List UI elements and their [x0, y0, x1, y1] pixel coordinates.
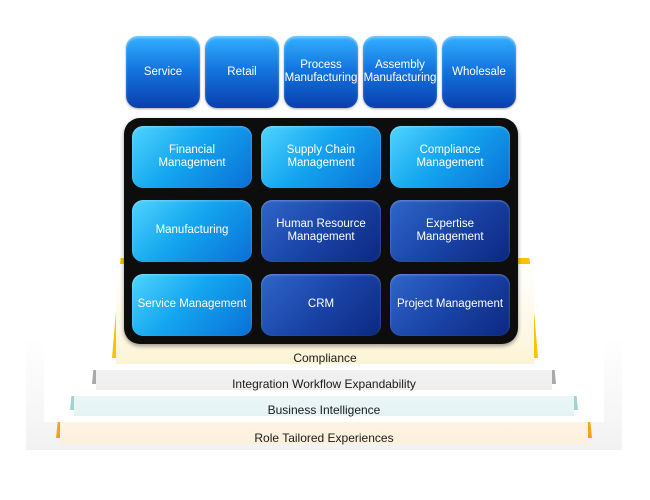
- module-project-management-label: Project Management: [396, 298, 504, 311]
- module-service-management: Service Management: [132, 274, 252, 336]
- layer-role-tailored-experiences-label: Role Tailored Experiences: [254, 431, 394, 445]
- module-supply-chain-management-label: Supply Chain Management: [286, 143, 356, 170]
- module-expertise-management-label: Expertise Management: [416, 217, 484, 244]
- module-manufacturing-label: Manufacturing: [155, 224, 229, 237]
- module-service-management-label: Service Management: [137, 298, 247, 311]
- module-compliance-management-label: Compliance Management: [416, 143, 484, 170]
- layer-integration-workflow-label: Integration Workflow Expandability: [232, 377, 416, 391]
- module-human-resource-management-label: Human Resource Management: [276, 217, 366, 244]
- industry-tile-retail-label: Retail: [227, 65, 257, 78]
- layer-business-intelligence-label: Business Intelligence: [267, 403, 381, 417]
- industry-tile-retail: Retail: [205, 36, 279, 108]
- industry-tile-process-manufacturing-label: Process Manufacturing: [284, 59, 358, 84]
- industry-tile-assembly-manufacturing: Assembly Manufacturing: [363, 36, 437, 108]
- industry-tile-service: Service: [126, 36, 200, 108]
- layer-compliance-label: Compliance: [293, 351, 357, 365]
- module-board: Financial Management Supply Chain Manage…: [124, 118, 518, 344]
- module-expertise-management: Expertise Management: [390, 200, 510, 262]
- module-manufacturing: Manufacturing: [132, 200, 252, 262]
- module-project-management: Project Management: [390, 274, 510, 336]
- industry-tile-wholesale-label: Wholesale: [452, 65, 506, 78]
- module-supply-chain-management: Supply Chain Management: [261, 126, 381, 188]
- module-crm-label: CRM: [307, 298, 335, 311]
- module-financial-management-label: Financial Management: [158, 143, 226, 170]
- module-human-resource-management: Human Resource Management: [261, 200, 381, 262]
- industry-tile-service-label: Service: [143, 65, 183, 78]
- module-financial-management: Financial Management: [132, 126, 252, 188]
- industry-tile-process-manufacturing: Process Manufacturing: [284, 36, 358, 108]
- industry-tile-assembly-manufacturing-label: Assembly Manufacturing: [363, 59, 437, 84]
- module-compliance-management: Compliance Management: [390, 126, 510, 188]
- industry-tile-wholesale: Wholesale: [442, 36, 516, 108]
- module-crm: CRM: [261, 274, 381, 336]
